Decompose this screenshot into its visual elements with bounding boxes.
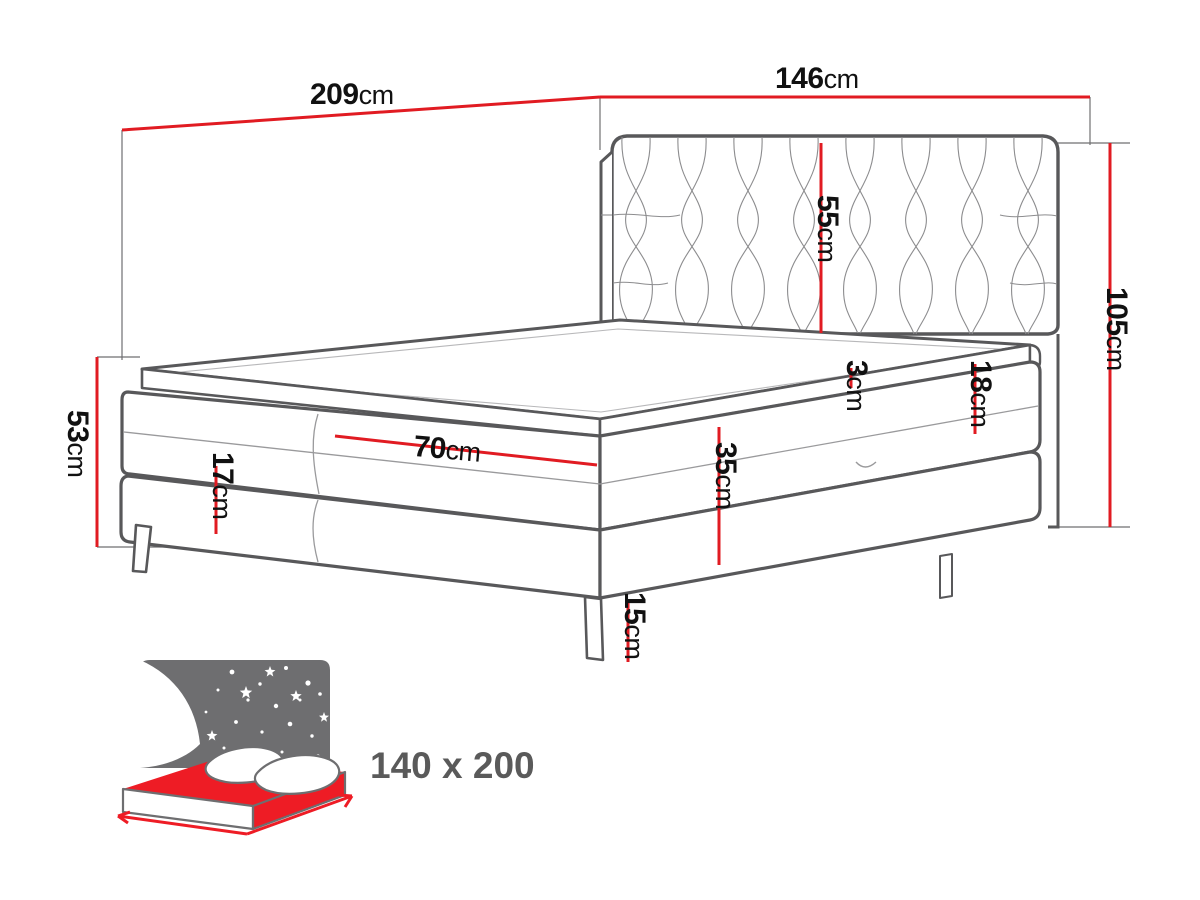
- dim-value-146: 146: [775, 62, 824, 95]
- dim-value-17: 17: [206, 452, 239, 485]
- dim-value-209: 209: [310, 78, 359, 111]
- dim-value-105: 105: [1100, 287, 1133, 336]
- dim-label-146: 146cm: [775, 62, 859, 96]
- dim-label-70: 70cm: [412, 430, 482, 470]
- mattress: [120, 360, 1042, 532]
- dim-label-105: 105cm: [1099, 287, 1133, 371]
- dim-line-209: [121, 95, 601, 132]
- dim-label-53: 53cm: [60, 410, 94, 477]
- dim-line-70: [334, 434, 598, 467]
- dimension-lines: [95, 95, 1112, 662]
- dim-value-70: 70: [412, 430, 448, 466]
- dim-value-53: 53: [61, 410, 94, 443]
- dim-value-35: 35: [709, 442, 742, 475]
- bed-night-icon: [117, 660, 354, 836]
- headboard: [599, 134, 1060, 529]
- dim-unit-146: cm: [823, 64, 860, 94]
- dim-unit-209: cm: [358, 80, 395, 110]
- dim-value-18: 18: [964, 360, 997, 393]
- dim-label-17: 17cm: [205, 452, 239, 519]
- dim-unit-17: cm: [207, 484, 237, 520]
- mattress-size-text: 140 x 200: [370, 745, 535, 786]
- dim-label-55: 55cm: [810, 195, 844, 262]
- dim-unit-3: cm: [841, 376, 871, 412]
- dim-label-3: 3cm: [839, 360, 873, 411]
- mattress-topper: [140, 318, 1042, 438]
- dim-unit-35: cm: [710, 474, 740, 510]
- dim-label-18: 18cm: [963, 360, 997, 427]
- dim-label-209: 209cm: [310, 78, 394, 112]
- dim-value-15: 15: [618, 592, 651, 625]
- dim-value-55: 55: [811, 195, 844, 228]
- dim-label-35: 35cm: [708, 442, 742, 509]
- dim-value-3: 3: [840, 360, 873, 377]
- bed-base-box: [119, 450, 1042, 600]
- bed-legs: [131, 523, 953, 662]
- dim-unit-53: cm: [62, 442, 92, 478]
- dim-unit-18: cm: [965, 392, 995, 428]
- dim-unit-105: cm: [1101, 335, 1131, 371]
- dim-unit-70: cm: [444, 434, 482, 468]
- dim-label-15: 15cm: [617, 592, 651, 659]
- dim-unit-55: cm: [812, 227, 842, 263]
- dim-unit-15: cm: [619, 624, 649, 660]
